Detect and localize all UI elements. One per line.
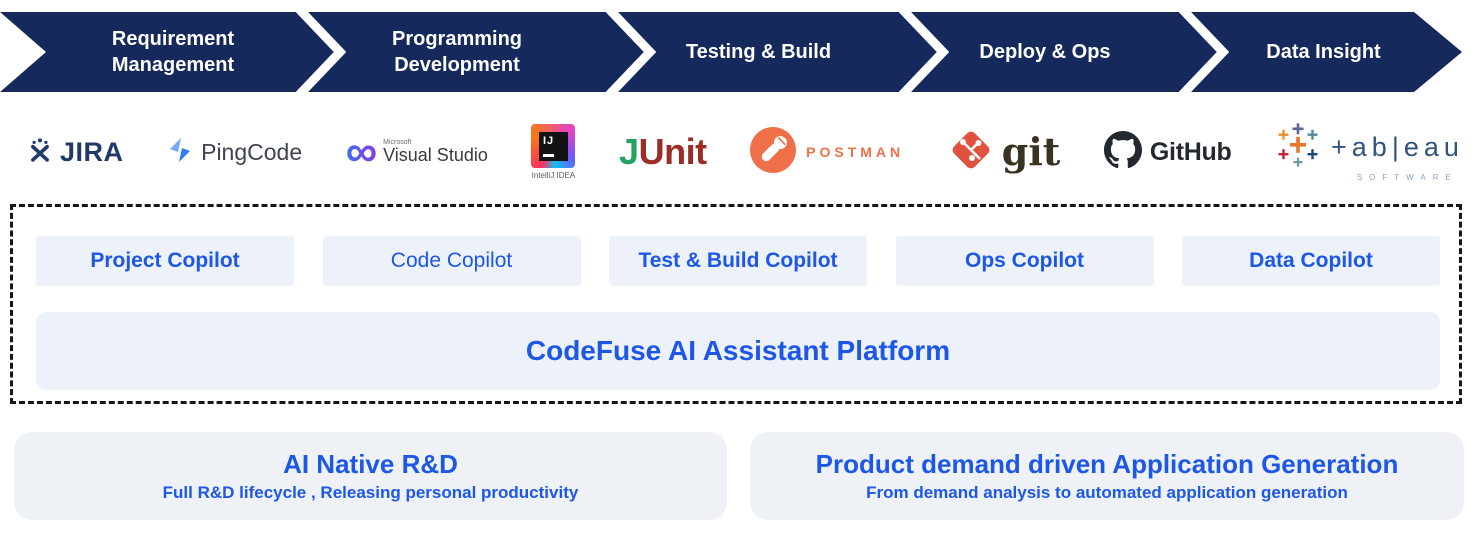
codefuse-platform-bar: CodeFuse AI Assistant Platform [36, 312, 1440, 390]
stage-label: Deploy & Ops [979, 41, 1111, 63]
stage-label: Requirement Management [111, 28, 235, 76]
visual-studio-wordmark: Microsoft Visual Studio [383, 139, 488, 165]
copilot-label: Code Copilot [390, 249, 513, 272]
visual-studio-logo: ∞ Microsoft Visual Studio [345, 126, 488, 176]
copilot-label: Data Copilot [1249, 249, 1373, 272]
junit-rest: Unit [638, 131, 707, 172]
junit-j: J [619, 131, 639, 172]
stage-data-insight: Data Insight [1185, 12, 1462, 92]
git-icon [948, 127, 994, 178]
benefit-title: Product demand driven Application Genera… [815, 449, 1399, 479]
infinity-icon: ∞ [345, 126, 378, 176]
microsoft-label: Microsoft [383, 138, 412, 146]
github-label: GitHub [1149, 137, 1232, 166]
benefit-subtitle: From demand analysis to automated applic… [866, 483, 1348, 502]
jira-logo: JIRA [28, 137, 124, 168]
junit-logo: JUnit [619, 131, 707, 173]
github-logo: GitHub [1103, 130, 1232, 174]
ops-copilot-button[interactable]: Ops Copilot [895, 236, 1154, 286]
intellij-icon: IJ [531, 124, 576, 168]
jira-icon [28, 137, 52, 167]
test-build-copilot-button[interactable]: Test & Build Copilot [609, 236, 867, 286]
postman-logo: POSTMAN [750, 126, 905, 178]
github-octocat-icon [1103, 130, 1142, 174]
benefit-card-application-generation: Product demand driven Application Genera… [750, 432, 1464, 520]
chevron-separator-icon [899, 12, 949, 92]
benefit-card-ai-native-rd: AI Native R&D Full R&D lifecycle , Relea… [14, 432, 727, 520]
intellij-inner-square: IJ [538, 131, 568, 161]
stage-deploy-ops: Deploy & Ops [905, 12, 1185, 92]
junit-wordmark: JUnit [619, 131, 707, 173]
intellij-monogram: IJ [542, 134, 555, 147]
stage-requirement-management: Requirement Management [0, 12, 302, 92]
project-copilot-button[interactable]: Project Copilot [36, 236, 294, 286]
copilot-label: Project Copilot [90, 249, 240, 272]
chevron-separator-icon [606, 12, 656, 92]
pingcode-icon [167, 137, 193, 168]
pingcode-label: PingCode [201, 138, 303, 165]
intellij-idea-logo: IJ IntelliJ IDEA [531, 124, 576, 180]
tableau-software-label: SOFTWARE [1356, 173, 1458, 182]
visual-studio-label: Visual Studio [383, 145, 488, 166]
platform-dashed-container [10, 204, 1462, 404]
stage-label: Programming Development [391, 28, 523, 76]
intellij-caption: IntelliJ IDEA [531, 171, 576, 180]
benefit-subtitle: Full R&D lifecycle , Releasing personal … [162, 483, 579, 502]
stage-testing-build: Testing & Build [612, 12, 905, 92]
pingcode-logo: PingCode [167, 137, 302, 168]
pipeline-band: Requirement Management Programming Devel… [0, 12, 1462, 92]
chevron-separator-icon [1179, 12, 1229, 92]
platform-title: CodeFuse AI Assistant Platform [525, 335, 951, 366]
chevron-separator-icon [296, 12, 346, 92]
code-copilot-button[interactable]: Code Copilot [322, 236, 581, 286]
jira-label: JIRA [60, 136, 124, 167]
copilot-row: Project Copilot Code Copilot Test & Buil… [36, 236, 1440, 286]
tableau-logo: +ab|eau SOFTWARE [1275, 122, 1464, 182]
postman-icon [750, 126, 797, 178]
copilot-label: Ops Copilot [965, 249, 1084, 272]
benefit-title: AI Native R&D [283, 449, 458, 479]
intellij-underscore [542, 154, 554, 157]
postman-label: POSTMAN [806, 144, 905, 160]
stage-label: Data Insight [1266, 41, 1381, 63]
git-logo: git [948, 127, 1061, 178]
stage-programming-development: Programming Development [302, 12, 612, 92]
copilot-label: Test & Build Copilot [638, 249, 838, 272]
tableau-plus-cluster-icon [1275, 122, 1321, 173]
tableau-wordmark-row: +ab|eau [1275, 122, 1464, 173]
tools-logo-row: JIRA PingCode ∞ Microsoft Visual Studio … [0, 106, 1478, 198]
data-copilot-button[interactable]: Data Copilot [1182, 236, 1440, 286]
stage-label: Testing & Build [685, 41, 832, 63]
tableau-label: +ab|eau [1331, 132, 1464, 162]
git-label: git [1001, 129, 1061, 174]
